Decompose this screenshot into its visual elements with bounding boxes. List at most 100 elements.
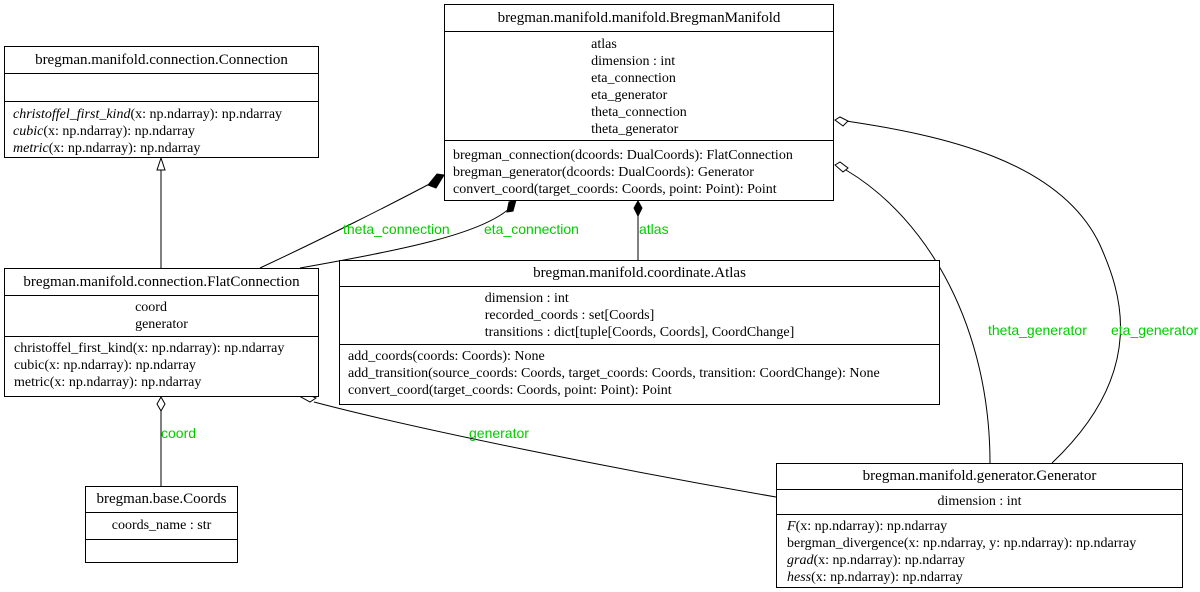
- method-name: grad: [787, 553, 814, 568]
- class-title: bregman.base.Coords: [86, 487, 237, 513]
- method-name: convert_coord: [453, 182, 534, 197]
- method-row: convert_coord(target_coords: Coords, poi…: [348, 382, 939, 399]
- attributes-section: coords_name : str: [86, 513, 237, 540]
- class-title: bregman.manifold.connection.Connection: [5, 47, 318, 74]
- method-name: bregman_connection: [453, 148, 571, 163]
- method-signature: (dcoords: DualCoords): FlatConnection: [570, 148, 793, 163]
- method-signature: (target_coords: Coords, point: Point): P…: [533, 182, 777, 197]
- method-name: cubic: [13, 124, 44, 139]
- method-signature: (x: np.ndarray): np.ndarray: [44, 358, 196, 373]
- method-row: hess(x: np.ndarray): np.ndarray: [787, 569, 1182, 586]
- aggregation-edge-eta-generator: [845, 120, 1121, 464]
- attribute-row: coord: [135, 300, 167, 315]
- method-row: convert_coord(target_coords: Coords, poi…: [453, 181, 833, 198]
- method-name: convert_coord: [348, 383, 429, 398]
- attributes-section: dimension : int: [777, 490, 1182, 515]
- method-signature: (x: np.ndarray): np.ndarray: [132, 341, 285, 356]
- attribute-row: generator: [135, 317, 188, 332]
- aggregation-edge-theta-generator: [845, 169, 991, 464]
- method-row: metric(x: np.ndarray): np.ndarray: [13, 140, 318, 157]
- class-generator: bregman.manifold.generator.Generator dim…: [776, 463, 1183, 588]
- method-name: add_transition: [348, 366, 429, 381]
- method-name: christoffel_first_kind: [14, 341, 133, 356]
- attributes-section: [5, 74, 318, 102]
- attributes-section: dimension : int recorded_coords : set[Coo…: [340, 287, 939, 345]
- edge-label-coord: coord: [161, 425, 197, 441]
- method-name: bregman_generator: [453, 165, 562, 180]
- aggregation-diamond-theta-generator: [834, 161, 849, 173]
- composition-diamond-atlas: [633, 199, 643, 218]
- class-connection: bregman.manifold.connection.Connection c…: [4, 46, 319, 158]
- class-coords: bregman.base.Coords coords_name : str: [85, 486, 238, 563]
- method-name: cubic: [14, 358, 45, 373]
- method-signature: (target_coords: Coords, point: Point): P…: [428, 383, 672, 398]
- method-row: cubic(x: np.ndarray): np.ndarray: [14, 357, 318, 374]
- method-signature: (x: np.ndarray): np.ndarray: [130, 107, 283, 122]
- method-name: F: [787, 519, 796, 534]
- attributes-section: coord generator: [5, 296, 318, 337]
- attribute-row: dimension : int: [484, 291, 569, 306]
- attribute-row: transitions : dict[tuple[Coords, Coords]…: [484, 325, 795, 340]
- attribute-row: eta_connection: [591, 71, 676, 86]
- inheritance-arrowhead: [156, 156, 166, 171]
- method-signature: (x: np.ndarray): np.ndarray: [48, 141, 201, 156]
- attributes-section: atlas dimension : int eta_connection eta_ge…: [445, 32, 833, 141]
- method-row: bregman_generator(dcoords: DualCoords): …: [453, 164, 833, 181]
- edge-label-atlas: atlas: [639, 221, 669, 237]
- class-title: bregman.manifold.generator.Generator: [777, 464, 1182, 490]
- composition-edge-eta-connection: [299, 207, 511, 269]
- method-signature: (dcoords: DualCoords): Generator: [561, 165, 754, 180]
- attribute-row: theta_connection: [591, 105, 687, 120]
- aggregation-diamond-eta-generator: [834, 116, 849, 127]
- class-title: bregman.manifold.connection.FlatConnecti…: [5, 269, 318, 296]
- method-name: metric: [13, 141, 49, 156]
- method-row: bergman_divergence(x: np.ndarray, y: np.…: [787, 535, 1182, 552]
- class-atlas: bregman.manifold.coordinate.Atlas dimens…: [339, 260, 940, 405]
- method-signature: (source_coords: Coords, target_coords: C…: [428, 366, 880, 381]
- edge-label-theta-connection: theta_connection: [343, 221, 450, 237]
- method-row: add_transition(source_coords: Coords, ta…: [348, 365, 939, 382]
- methods-section: christoffel_first_kind(x: np.ndarray): n…: [5, 337, 318, 391]
- attribute-row: coords_name : str: [111, 518, 212, 533]
- attribute-row: recorded_coords : set[Coords]: [484, 308, 655, 323]
- method-name: metric: [14, 375, 50, 390]
- class-title: bregman.manifold.coordinate.Atlas: [340, 261, 939, 287]
- aggregation-diamond-coord: [156, 395, 166, 413]
- method-name: hess: [787, 570, 812, 585]
- class-bregman-manifold: bregman.manifold.manifold.BregmanManifol…: [444, 4, 834, 201]
- composition-diamond-eta-connection: [506, 199, 517, 213]
- method-row: F(x: np.ndarray): np.ndarray: [787, 518, 1182, 535]
- method-row: cubic(x: np.ndarray): np.ndarray: [13, 123, 318, 140]
- method-signature: (x: np.ndarray, y: np.ndarray): np.ndarr…: [903, 536, 1137, 551]
- class-title: bregman.manifold.manifold.BregmanManifol…: [445, 5, 833, 32]
- method-row: add_coords(coords: Coords): None: [348, 348, 939, 365]
- edge-label-theta-generator: theta_generator: [988, 322, 1087, 338]
- method-name: add_coords: [348, 349, 413, 364]
- method-row: metric(x: np.ndarray): np.ndarray: [14, 374, 318, 391]
- edge-label-eta-generator: eta_generator: [1111, 322, 1199, 338]
- edge-label-generator: generator: [469, 425, 529, 441]
- class-flat-connection: bregman.manifold.connection.FlatConnecti…: [4, 268, 319, 397]
- method-name: christoffel_first_kind: [13, 107, 131, 122]
- attribute-row: dimension : int: [591, 54, 676, 69]
- methods-section: [86, 540, 237, 562]
- attribute-row: atlas: [591, 37, 617, 52]
- attribute-row: eta_generator: [591, 88, 668, 103]
- method-row: christoffel_first_kind(x: np.ndarray): n…: [13, 106, 318, 123]
- method-signature: (x: np.ndarray): np.ndarray: [43, 124, 195, 139]
- method-signature: (x: np.ndarray): np.ndarray: [811, 570, 963, 585]
- method-signature: (coords: Coords): None: [412, 349, 545, 364]
- method-row: grad(x: np.ndarray): np.ndarray: [787, 552, 1182, 569]
- method-signature: (x: np.ndarray): np.ndarray: [813, 553, 966, 568]
- method-signature: (x: np.ndarray): np.ndarray: [795, 519, 948, 534]
- methods-section: christoffel_first_kind(x: np.ndarray): n…: [5, 102, 318, 157]
- composition-edge-theta-connection: [259, 179, 438, 269]
- method-name: bergman_divergence: [787, 536, 904, 551]
- method-row: bregman_connection(dcoords: DualCoords):…: [453, 147, 833, 164]
- attribute-row: theta_generator: [591, 122, 679, 137]
- edge-label-eta-connection: eta_connection: [484, 221, 579, 237]
- method-row: christoffel_first_kind(x: np.ndarray): n…: [14, 340, 318, 357]
